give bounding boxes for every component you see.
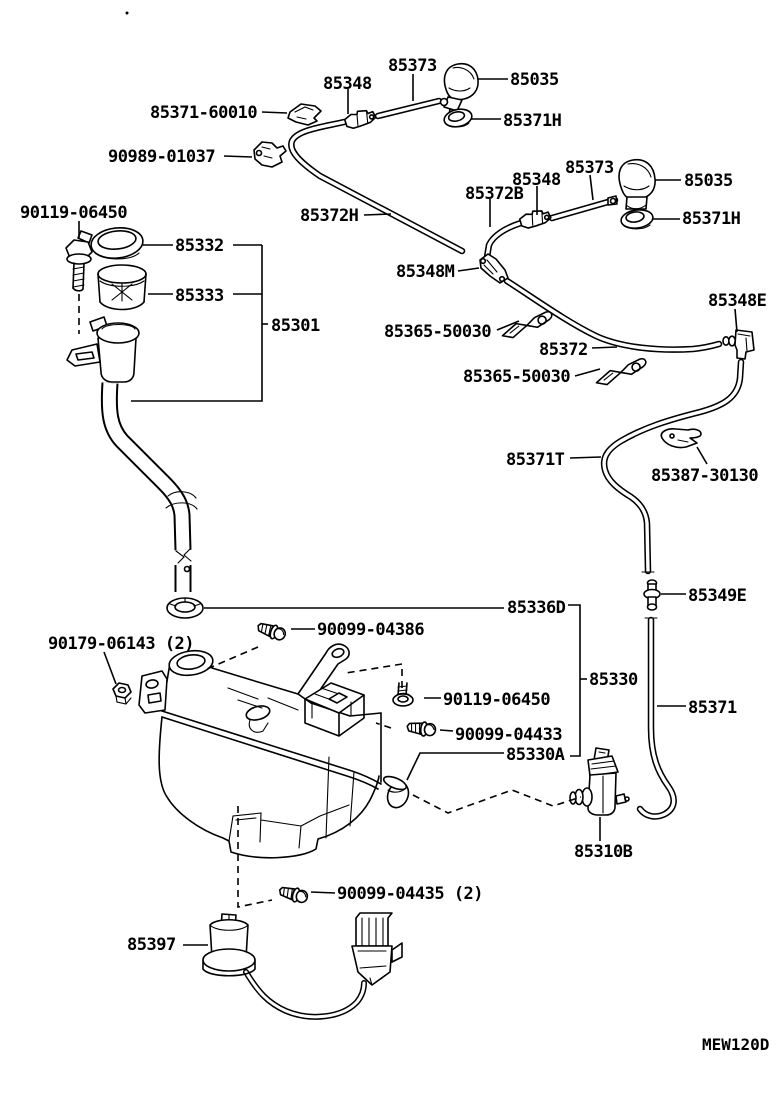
part-label-90989-01037: 90989-01037 <box>108 147 215 167</box>
part-label-85349E: 85349E <box>688 586 747 606</box>
dot-artifact <box>125 11 129 15</box>
part-label-90099-04435: 90099-04435 (2) <box>337 884 483 904</box>
nut-90179-06143 <box>112 682 132 705</box>
hose-85373-left <box>374 97 443 120</box>
joint-85349E <box>643 579 661 611</box>
clip-85371-60010 <box>287 103 322 126</box>
part-label-90179-06143: 90179-06143 (2) <box>48 634 194 654</box>
part-label-85371T: 85371T <box>506 450 565 470</box>
part-label-85348-left: 85348 <box>323 74 372 94</box>
part-label-85301: 85301 <box>271 316 320 336</box>
part-label-85333: 85333 <box>175 286 224 306</box>
hose-85373-right <box>548 196 619 222</box>
part-label-85365-50030-b: 85365-50030 <box>463 367 570 387</box>
clip-85387-30130 <box>660 428 702 449</box>
part-label-85310B: 85310B <box>574 842 633 862</box>
cap-85332 <box>77 227 144 260</box>
part-label-85348E: 85348E <box>708 291 767 311</box>
part-label-85330A: 85330A <box>506 745 565 765</box>
part-label-85373-right: 85373 <box>565 158 614 178</box>
filter-85333 <box>97 264 147 311</box>
part-label-85330: 85330 <box>589 670 638 690</box>
screw-90099-04386 <box>254 619 288 644</box>
screw-90099-04433 <box>405 719 437 738</box>
part-label-90099-04386: 90099-04386 <box>317 620 424 640</box>
grommet-85330A <box>382 775 410 809</box>
nozzle-right-85035 <box>607 158 656 210</box>
part-label-85373-left: 85373 <box>388 56 437 76</box>
part-label-85348-right: 85348 <box>512 170 561 190</box>
screw-90099-04435 <box>277 883 310 906</box>
hose-85371T <box>600 358 745 575</box>
part-label-85336D: 85336D <box>507 598 566 618</box>
hose-85372H <box>288 118 466 255</box>
part-label-85371: 85371 <box>688 698 737 718</box>
part-label-85397: 85397 <box>127 935 176 955</box>
part-label-85332: 85332 <box>175 236 224 256</box>
part-labels: 85373 85348 85035 85371-60010 85371H 909… <box>20 56 769 1054</box>
motor-85397 <box>202 912 403 1020</box>
part-label-85372: 85372 <box>539 340 588 360</box>
part-label-85371H-right: 85371H <box>682 209 741 229</box>
hose-85371 <box>636 616 677 820</box>
hose-85372B <box>483 219 525 261</box>
inlet-neck-85301 <box>66 316 198 592</box>
joint-right-85348 <box>518 208 553 230</box>
part-label-85371-60010: 85371-60010 <box>150 103 257 123</box>
elbow-85348E <box>722 329 755 360</box>
hose-85372 <box>503 277 723 353</box>
part-label-85035-left: 85035 <box>510 70 559 90</box>
bolt-90119-left <box>65 239 93 292</box>
part-label-85035-right: 85035 <box>684 171 733 191</box>
part-label-85372H: 85372H <box>300 206 359 226</box>
clamp-90989-01037 <box>253 141 287 168</box>
assembly-dashed-lines <box>78 294 582 908</box>
grommet-right-85371H <box>620 209 654 230</box>
part-label-90119-06450-center: 90119-06450 <box>443 690 550 710</box>
gasket-85336D <box>166 597 204 619</box>
part-label-85372B: 85372B <box>465 184 524 204</box>
part-label-85371H-left: 85371H <box>503 111 562 131</box>
part-label-85365-50030-a: 85365-50030 <box>384 322 491 342</box>
pump-85310B <box>569 747 630 816</box>
part-label-90099-04433: 90099-04433 <box>455 725 562 745</box>
part-label-85348M: 85348M <box>396 262 455 282</box>
junction-85348M <box>479 253 509 284</box>
washer-tank-85330 <box>138 643 382 859</box>
leader-lines <box>78 74 738 946</box>
part-label-90119-06450-left: 90119-06450 <box>20 203 127 223</box>
bolt-90119-center <box>392 682 414 707</box>
clamp-85365-50030-b <box>592 357 650 388</box>
diagram-code: MEW120D <box>702 1035 769 1054</box>
part-label-85387-30130: 85387-30130 <box>651 466 758 486</box>
grommet-left-85371H <box>443 108 473 128</box>
